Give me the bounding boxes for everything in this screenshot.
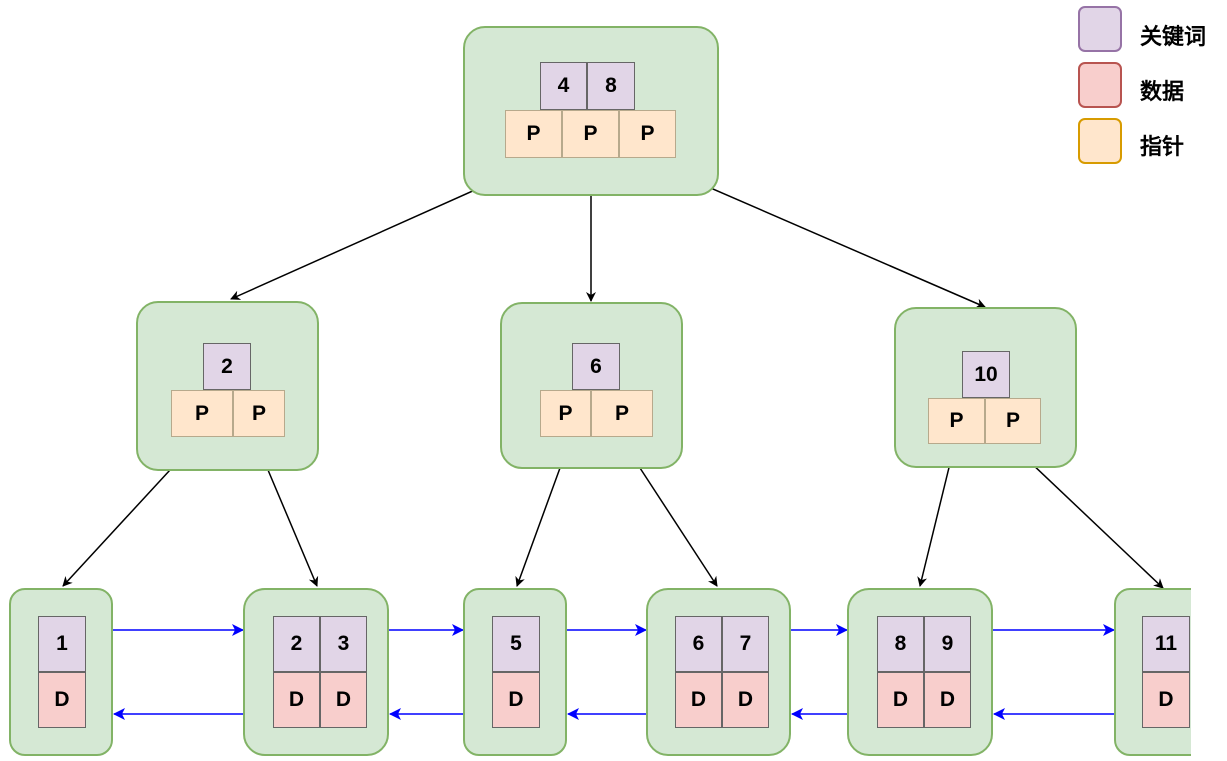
leaf-data-cell: D [877,672,924,728]
leaf-data-cell: D [1142,672,1190,728]
legend-key-swatch [1078,6,1122,52]
legend-data-swatch [1078,62,1122,108]
internal-pointer-cell: P [171,390,233,437]
root-pointer-cell: P [619,110,676,158]
tree-arrow [267,469,319,587]
leaf-key-cell: 7 [722,616,769,672]
leaf-key-cell: 6 [675,616,722,672]
leaf-data-cell: D [38,672,86,728]
leaf-key-cell: 5 [492,616,540,672]
leaf-data-cell: D [924,672,971,728]
legend-data-label: 数据 [1140,80,1185,105]
internal-pointer-cell: P [928,398,985,444]
legend-pointer-swatch [1078,118,1122,164]
internal-pointer-cell: P [591,390,653,437]
leaf-key-cell: 1 [38,616,86,672]
root-key-cell: 4 [540,62,587,110]
tree-arrow [639,467,718,587]
leaf-data-cell: D [320,672,367,728]
internal-key-cell: 6 [572,343,620,390]
leaf-key-cell: 3 [320,616,367,672]
internal-pointer-cell: P [233,390,285,437]
internal-key-cell: 2 [203,343,251,390]
tree-arrow [515,467,561,587]
leaf-data-cell: D [273,672,320,728]
root-key-cell: 8 [587,62,635,110]
internal-pointer-cell: P [985,398,1041,444]
root-pointer-cell: P [505,110,562,158]
leaf-key-cell: 11 [1142,616,1190,672]
internal-pointer-cell: P [540,390,591,437]
root-pointer-cell: P [562,110,619,158]
legend-key-label: 关键词 [1140,25,1207,50]
tree-arrow [62,469,171,587]
leaf-key-cell: 2 [273,616,320,672]
leaf-data-cell: D [675,672,722,728]
legend-pointer-label: 指针 [1140,135,1185,160]
leaf-key-cell: 9 [924,616,971,672]
leaf-data-cell: D [722,672,769,728]
leaf-key-cell: 8 [877,616,924,672]
internal-key-cell: 10 [962,351,1010,398]
leaf-data-cell: D [492,672,540,728]
right-edge-mask [1191,586,1227,761]
